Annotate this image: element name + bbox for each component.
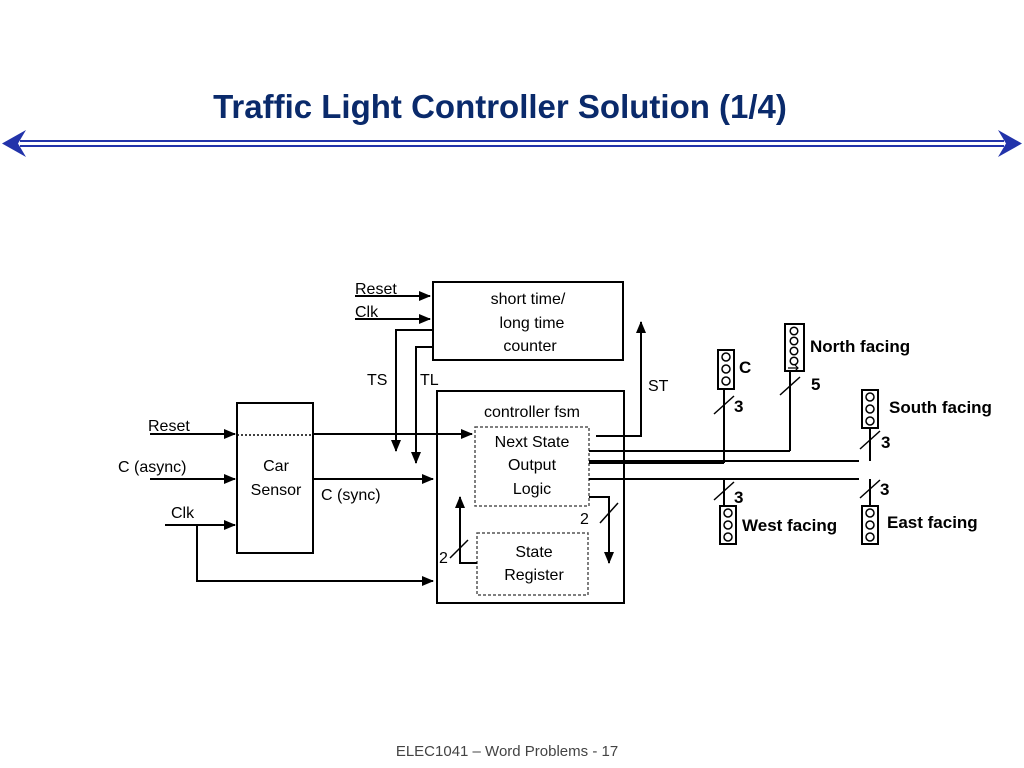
counter-reset-label: Reset: [355, 281, 397, 298]
st-wire: [596, 321, 646, 437]
next-state-line3: Logic: [513, 481, 551, 498]
state-register-line1: State: [515, 544, 552, 561]
north-facing-label: North facing: [810, 337, 910, 356]
west-facing-label: West facing: [742, 516, 837, 535]
bus-width-right: 2: [580, 511, 589, 528]
north-traffic-light-icon: [784, 323, 805, 372]
state-register-box: [476, 532, 589, 596]
fsm-clk-wire: [196, 525, 434, 586]
next-state-line2: Output: [508, 457, 557, 474]
ts-label: TS: [367, 372, 387, 389]
tl-label: TL: [420, 372, 439, 389]
state-register-line2: Register: [504, 567, 564, 584]
controller-fsm: controller fsm Next State Output Logic S…: [436, 390, 625, 604]
fsm-title: controller fsm: [484, 404, 580, 421]
ts-wire: [391, 329, 433, 452]
car-sensor-line1: Car: [263, 458, 289, 475]
car-sensor-line2: Sensor: [251, 482, 302, 499]
east-bus-slash: [859, 479, 881, 499]
c-sync-label: C (sync): [321, 487, 381, 504]
c-indicator-label: C: [739, 358, 751, 377]
west-bus-slash: [713, 481, 735, 501]
st-label: ST: [648, 378, 669, 395]
north-bus-slash: [779, 376, 801, 396]
east-width-label: 3: [880, 480, 889, 499]
slide-title: Traffic Light Controller Solution (1/4): [213, 88, 787, 125]
south-width-label: 3: [881, 433, 890, 452]
title-divider: [2, 130, 1022, 157]
west-traffic-light-icon: [719, 505, 737, 545]
tl-wire: [411, 346, 433, 464]
sensor-reset-label: Reset: [148, 418, 190, 435]
counter-label-line1: short time/: [491, 291, 566, 308]
east-facing-label: East facing: [887, 513, 978, 532]
bus-slash-right: [599, 502, 619, 524]
divider-right-arrow: [998, 130, 1022, 157]
c-indicator-light-icon: [717, 349, 735, 390]
east-traffic-light-icon: [861, 505, 879, 545]
next-state-logic-box: [474, 426, 590, 507]
register-to-logic-wire: [455, 496, 477, 564]
sensor-clk-label: Clk: [171, 505, 195, 522]
bus-slash-left: [449, 539, 469, 559]
counter-clk-label: Clk: [355, 304, 379, 321]
c-bus-slash: [713, 395, 735, 415]
counter-block: short time/ long time counter: [432, 281, 624, 361]
west-width-label: 3: [734, 488, 743, 507]
counter-label-line3: counter: [503, 338, 557, 355]
south-bus-slash: [859, 430, 881, 450]
next-state-to-register-wire: [589, 496, 614, 564]
divider-left-arrow: [2, 130, 26, 157]
slide-footer: ELEC1041 – Word Problems - 17: [395, 743, 619, 760]
c-width-label: 3: [734, 397, 743, 416]
south-facing-label: South facing: [889, 398, 992, 417]
car-sensor-block: Car Sensor: [236, 402, 314, 554]
counter-label-line2: long time: [500, 315, 565, 332]
north-width-label: 5: [811, 375, 820, 394]
bus-width-left: 2: [439, 550, 448, 567]
south-traffic-light-icon: [861, 389, 879, 429]
next-state-line1: Next State: [495, 434, 570, 451]
sensor-c-async-label: C (async): [118, 459, 186, 476]
